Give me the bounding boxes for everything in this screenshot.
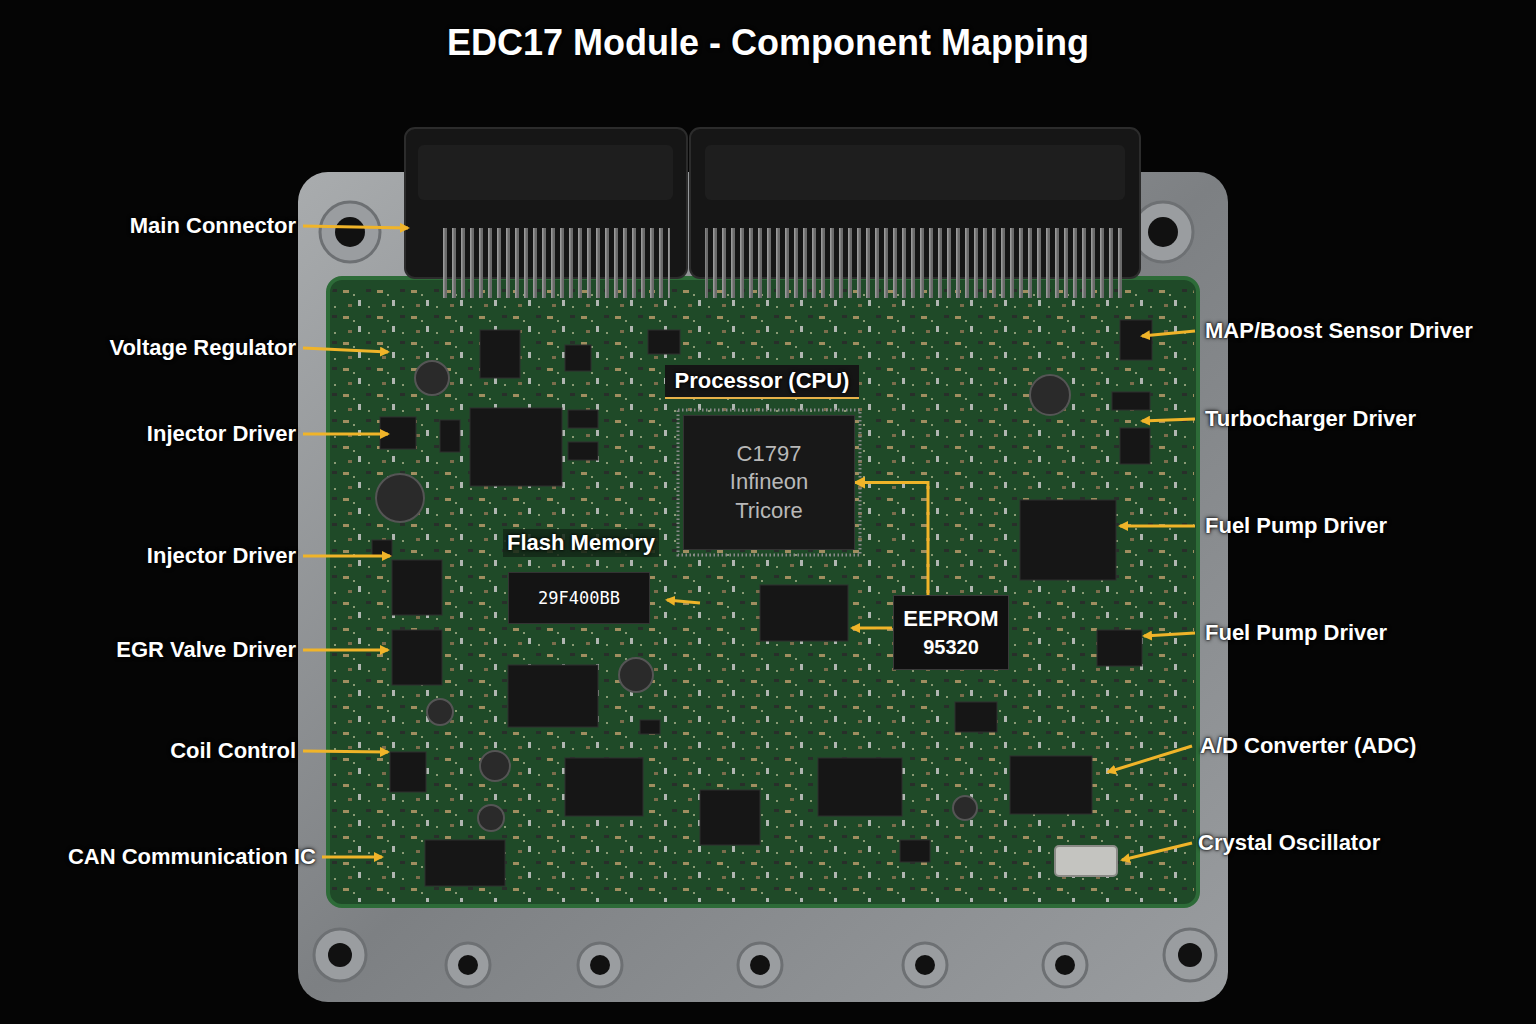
eeprom-box: EEPROM95320 xyxy=(893,595,1009,670)
electronic-components xyxy=(372,320,1152,886)
node-text: 29F400BB xyxy=(538,587,620,609)
housing xyxy=(298,172,1228,1002)
main-connector xyxy=(405,128,1140,298)
callout-label: CAN Communication IC xyxy=(68,844,316,870)
callout-label: Flash Memory xyxy=(503,529,659,557)
callout-label: A/D Converter (ADC) xyxy=(1200,733,1416,759)
callout-label: Turbocharger Driver xyxy=(1205,406,1416,432)
circuit-board xyxy=(328,278,1198,906)
title-rule xyxy=(310,75,1175,77)
flash-chip: 29F400BB xyxy=(508,572,650,624)
callout-label: Fuel Pump Driver xyxy=(1205,513,1387,539)
diagram-title: EDC17 Module - Component Mapping xyxy=(0,22,1536,64)
node-text: C1797 Infineon Tricore xyxy=(709,440,829,526)
callout-label: Processor (CPU) xyxy=(665,365,860,399)
connector-arrow xyxy=(855,483,928,596)
node-text: EEPROM xyxy=(903,605,998,634)
callout-label: Injector Driver xyxy=(147,543,296,569)
callout-label: EGR Valve Driver xyxy=(116,637,296,663)
callout-label: Crystal Oscillator xyxy=(1198,830,1380,856)
qfp-pins xyxy=(678,410,860,555)
leader-arrows xyxy=(303,226,1195,860)
callout-label: Main Connector xyxy=(130,213,296,239)
capacitors xyxy=(376,361,1070,831)
callout-label: Fuel Pump Driver xyxy=(1205,620,1387,646)
crystal-oscillator xyxy=(1055,846,1117,876)
cpu-chip: C1797 Infineon Tricore xyxy=(683,415,855,550)
node-text: 95320 xyxy=(923,634,979,660)
callout-label: MAP/Boost Sensor Driver xyxy=(1205,318,1473,344)
callout-label: Injector Driver xyxy=(147,421,296,447)
callout-label: Voltage Regulator xyxy=(109,335,296,361)
label-underlines xyxy=(70,245,1495,876)
callout-label: Coil Control xyxy=(170,738,296,764)
